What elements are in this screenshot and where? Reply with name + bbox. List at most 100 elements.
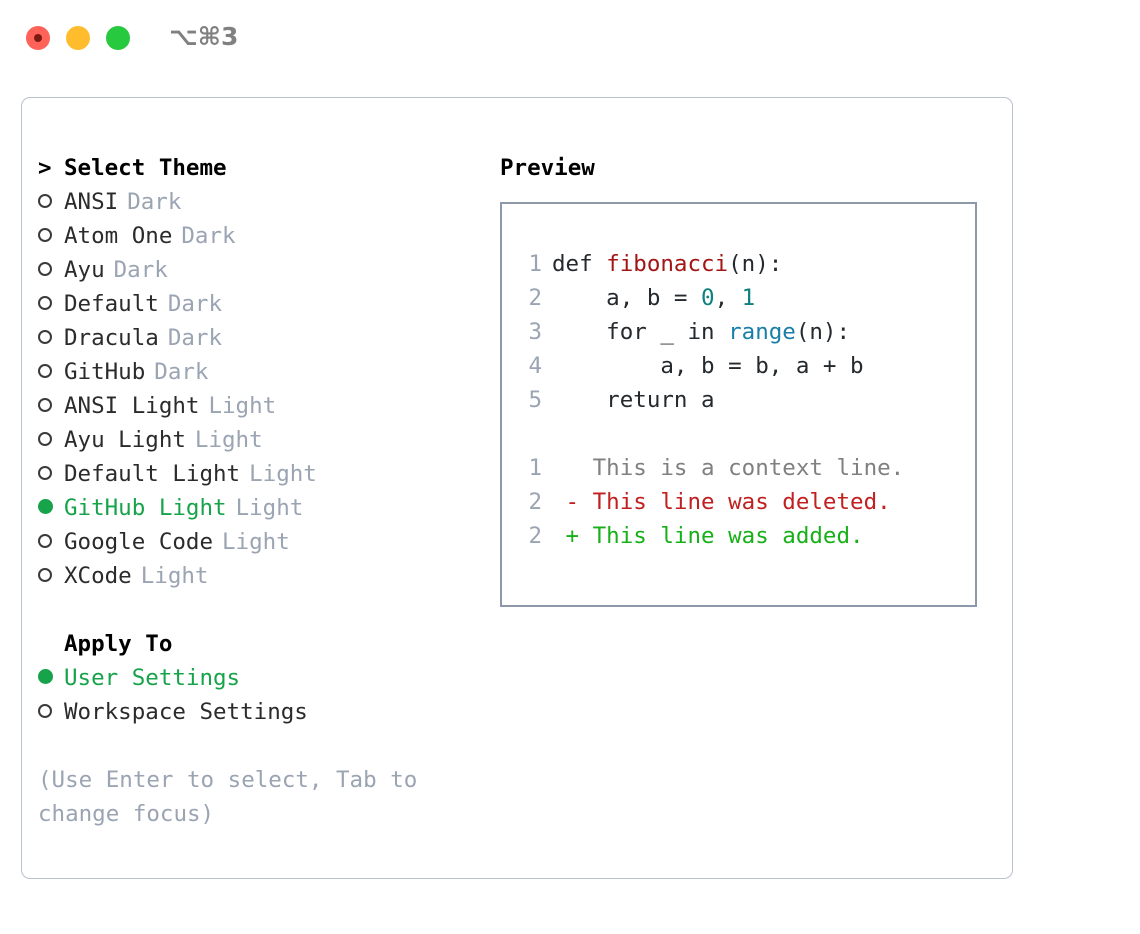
apply-to-item[interactable]: Workspace Settings (38, 695, 478, 729)
radio-dot (38, 466, 52, 480)
radio-unselected-icon[interactable] (38, 355, 64, 389)
radio-unselected-icon[interactable] (38, 185, 64, 219)
theme-list-item[interactable]: Ayu Light Light (38, 423, 478, 457)
theme-item-category: Light (194, 427, 263, 453)
code-blank-line (520, 417, 904, 451)
close-window-button[interactable] (26, 26, 50, 50)
minimize-window-button[interactable] (66, 26, 90, 50)
radio-unselected-icon[interactable] (38, 219, 64, 253)
diff-sign: + (552, 523, 593, 549)
title-bar: ⌥⌘3 (0, 0, 1140, 78)
radio-dot (38, 330, 52, 344)
theme-item-category: Light (208, 393, 277, 419)
radio-unselected-icon[interactable] (38, 559, 64, 593)
radio-dot (38, 432, 52, 446)
radio-unselected-icon[interactable] (38, 253, 64, 287)
theme-list-item[interactable]: GitHub Light Light (38, 491, 478, 525)
code-token: fibonacci (606, 251, 729, 277)
theme-item-category: Light (140, 563, 209, 589)
section-spacer (38, 593, 478, 627)
maximize-window-button[interactable] (106, 26, 130, 50)
code-line: 3 for _ in range(n): (520, 315, 904, 349)
code-token: def (552, 251, 607, 277)
apply-to-item[interactable]: User Settings (38, 661, 478, 695)
theme-item-name: Default Light (64, 461, 241, 487)
theme-item-name: Atom One (64, 223, 173, 249)
theme-list-item[interactable]: Default Dark (38, 287, 478, 321)
code-token: 0 (701, 285, 715, 311)
diff-text: This is a context line. (592, 455, 905, 481)
theme-list-item[interactable]: ANSI Light Light (38, 389, 478, 423)
radio-dot (38, 228, 52, 242)
radio-dot (38, 704, 52, 718)
theme-list-item[interactable]: Ayu Dark (38, 253, 478, 287)
apply-to-header: Apply To (38, 627, 478, 661)
preview-title: Preview (500, 155, 595, 181)
radio-dot (38, 296, 52, 310)
radio-dot (38, 398, 52, 412)
theme-item-name: GitHub Light (64, 495, 227, 521)
apply-to-item-name: User Settings (64, 665, 241, 691)
theme-item-name: Dracula (64, 325, 159, 351)
radio-unselected-icon[interactable] (38, 695, 64, 729)
theme-item-name: Default (64, 291, 159, 317)
theme-list-item[interactable]: XCode Light (38, 559, 478, 593)
theme-item-name: Ayu (64, 257, 105, 283)
theme-list-item[interactable]: Dracula Dark (38, 321, 478, 355)
diff-sign: - (552, 489, 593, 515)
theme-list-item[interactable]: Google Code Light (38, 525, 478, 559)
theme-item-category: Light (235, 495, 304, 521)
theme-item-name: ANSI (64, 189, 119, 215)
theme-item-category: Dark (167, 325, 223, 351)
radio-unselected-icon[interactable] (38, 321, 64, 355)
theme-item-name: Google Code (64, 529, 214, 555)
diff-line: 1 This is a context line. (520, 451, 904, 485)
theme-item-category: Light (222, 529, 290, 555)
code-token: 1 (741, 285, 756, 311)
radio-dot (38, 364, 52, 378)
theme-list-item[interactable]: Atom One Dark (38, 219, 478, 253)
radio-dot (38, 568, 52, 582)
code-token: a, b = (552, 285, 702, 311)
code-token: range (728, 319, 796, 345)
code-token: , (714, 285, 742, 311)
theme-item-name: ANSI Light (64, 393, 200, 419)
line-number: 2 (528, 489, 542, 515)
radio-unselected-icon[interactable] (38, 423, 64, 457)
code-line: 4 a, b = b, a + b (520, 349, 904, 383)
radio-unselected-icon[interactable] (38, 287, 64, 321)
theme-item-name: Ayu Light (64, 427, 186, 453)
code-token: return a (552, 387, 715, 413)
keyboard-hint-text: (Use Enter to select, Tab to change focu… (38, 767, 418, 827)
radio-unselected-icon[interactable] (38, 457, 64, 491)
radio-dot (38, 499, 53, 514)
theme-item-name: XCode (64, 563, 132, 589)
line-number: 1 (528, 455, 542, 481)
radio-selected-icon[interactable] (38, 661, 64, 695)
radio-unselected-icon[interactable] (38, 389, 64, 423)
diff-text: This line was added. (592, 523, 864, 549)
radio-selected-icon[interactable] (38, 491, 64, 525)
code-token: a, b = b, a + b (552, 353, 864, 379)
theme-item-category: Dark (181, 223, 236, 249)
theme-panel-header: > Select Theme (38, 151, 478, 185)
keyboard-shortcut-label: ⌥⌘3 (169, 22, 239, 51)
radio-dot (38, 262, 52, 276)
theme-panel-header-label: Select Theme (64, 155, 227, 181)
caret-icon: > (38, 155, 52, 181)
diff-line: 2 + This line was added. (520, 519, 904, 553)
diff-sign (552, 455, 593, 481)
theme-item-category: Dark (167, 291, 223, 317)
radio-unselected-icon[interactable] (38, 525, 64, 559)
theme-item-category: Dark (113, 257, 168, 283)
